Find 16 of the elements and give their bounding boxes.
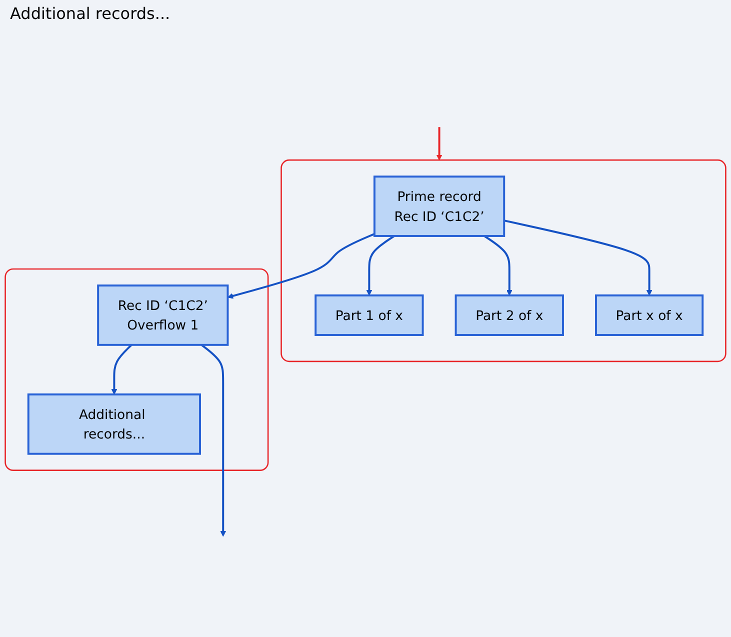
node-box: Rec ID ‘C1C2’ Overflow 1	[97, 284, 229, 346]
arrow	[227, 233, 375, 300]
arrow	[111, 344, 132, 395]
arrow	[484, 235, 512, 296]
arrow	[201, 344, 226, 537]
arrow	[436, 127, 442, 161]
arrow	[504, 220, 652, 296]
cluster	[280, 160, 726, 362]
node-box: Prime record Rec ID ‘C1C2’	[373, 176, 506, 238]
arrow	[366, 235, 395, 296]
node-box: Additional records...	[27, 394, 201, 456]
node-box: Part 2 of x	[454, 294, 564, 336]
note-text: Additional records...	[10, 4, 172, 23]
node-box: Part 1 of x	[314, 294, 424, 336]
cluster	[4, 268, 269, 472]
node-box: Part x of x	[595, 294, 704, 336]
